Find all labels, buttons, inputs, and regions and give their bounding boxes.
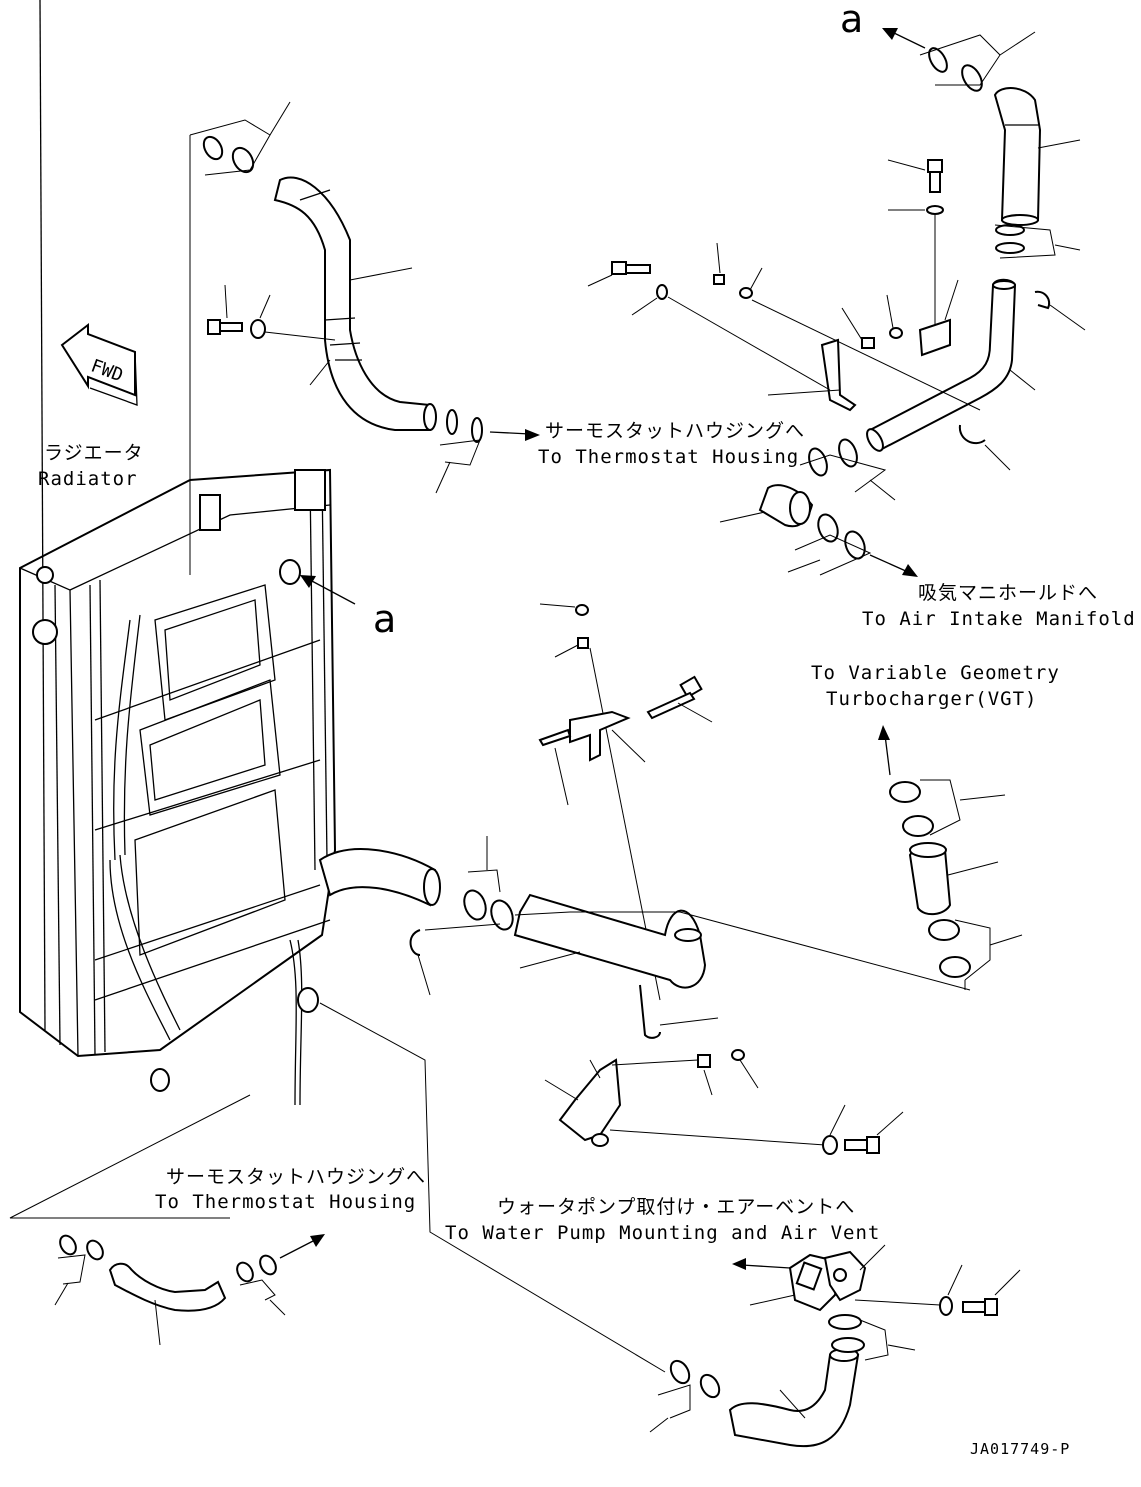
water-pump-label-jp: ウォータポンプ取付け・エアーベントへ <box>497 1196 856 1218</box>
radiator-label-en: Radiator <box>38 468 138 490</box>
thermostat-hose-lower <box>108 1262 227 1312</box>
bracket-mid <box>569 710 631 762</box>
washer-icon <box>250 319 266 339</box>
nut-icon <box>861 337 875 349</box>
u-clamp-lower-icon <box>958 424 986 445</box>
fwd-arrow-icon <box>60 322 138 406</box>
radiator-assembly <box>19 0 441 1106</box>
callout-a-top: a <box>840 0 864 41</box>
callout-a-mid: a <box>373 597 397 641</box>
hose-clamp-vgt <box>889 781 921 803</box>
air-pipe-upper <box>993 87 1042 226</box>
hose-clamp-lower <box>463 889 487 921</box>
vgt-label-line1: To Variable Geometry <box>811 662 1060 684</box>
hose-clamp-pipe-end <box>808 447 828 477</box>
bolt-icon-left <box>611 261 627 275</box>
washer-icon-top <box>926 205 944 215</box>
bolt-icon <box>207 319 243 335</box>
intake-manifold-label-jp: 吸気マニホールドへ <box>918 582 1099 604</box>
air-pipe-elbow <box>866 278 1017 452</box>
u-clamp-icon <box>1034 290 1051 310</box>
intake-manifold-label-en: To Air Intake Manifold <box>862 608 1136 630</box>
thermostat-label-top-en: To Thermostat Housing <box>538 446 800 468</box>
hose-clamp-upper-right <box>446 409 458 435</box>
bracket-l <box>820 338 857 412</box>
pin-icon <box>538 728 572 747</box>
thermostat-label-bottom-jp: サーモスタットハウジングへ <box>166 1166 427 1188</box>
air-hose-connector <box>758 484 814 528</box>
u-clamp-left-icon <box>409 929 421 956</box>
thermostat-label-top-jp: サーモスタットハウジングへ <box>545 420 806 442</box>
hose-clamp-upper-left <box>202 135 255 174</box>
bracket-lower <box>558 1058 622 1142</box>
air-pipe-lower <box>513 893 707 989</box>
drawing-code: JA017749-P <box>970 1440 1071 1458</box>
hose-clamp-pump <box>669 1359 691 1385</box>
bolt-lower-icon <box>844 1139 868 1151</box>
washer-lower-icon <box>822 1135 838 1155</box>
vgt-hose <box>908 842 952 916</box>
upper-hose <box>273 176 437 431</box>
u-clamp-bottom-icon <box>639 984 661 1039</box>
radiator-label-jp: ラジエータ <box>44 442 144 464</box>
thermostat-label-bottom-en: To Thermostat Housing <box>155 1191 417 1213</box>
hose-clamp-bottom-left <box>59 1234 77 1256</box>
hose-clamp-pump-upper <box>828 1314 862 1330</box>
bracket-small <box>918 318 951 357</box>
hose-clamp-a <box>928 47 948 73</box>
washer-pump-icon <box>939 1296 953 1316</box>
vgt-label-line2: Turbocharger(VGT) <box>826 688 1038 710</box>
water-pump-label-en: To Water Pump Mounting and Air Vent <box>445 1222 881 1244</box>
water-pump-hose <box>728 1348 860 1448</box>
bolt-icon-top <box>927 159 943 173</box>
bolt-pump-icon <box>962 1301 986 1313</box>
long-bolt-icon <box>646 675 703 720</box>
